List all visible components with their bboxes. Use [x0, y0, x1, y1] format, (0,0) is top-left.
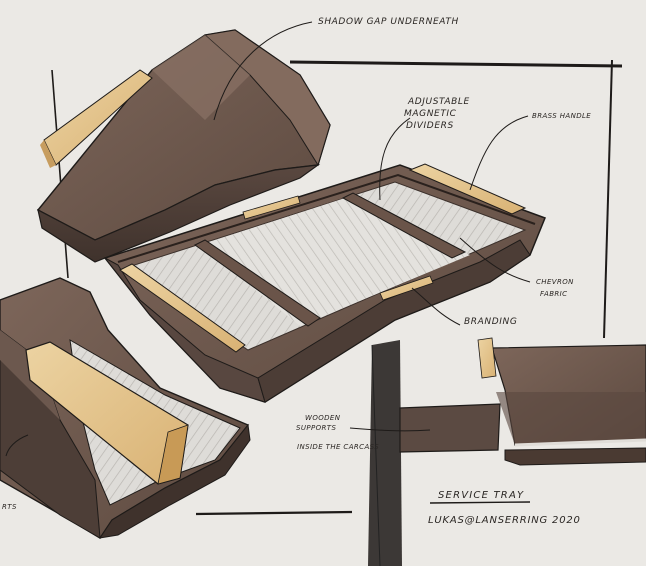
label-dividers-2: magnetic [404, 109, 457, 119]
label-chevron-1: Chevron [536, 278, 574, 286]
section-detail-right [368, 337, 646, 566]
label-dividers-1: Adjustable [408, 97, 470, 107]
frame-lines [51, 59, 623, 516]
section-detail-left [0, 277, 251, 539]
label-dividers-3: dividers [406, 121, 454, 131]
label-supports-1: Wooden [305, 414, 341, 422]
leader-lines [5, 21, 531, 457]
designer-signature: Lukas@lanserring 2020 [428, 515, 581, 526]
label-shadow-gap: Shadow gap underneath [318, 17, 459, 27]
tray-illustration [103, 163, 546, 403]
label-supports-3: inside the carcass [297, 443, 380, 451]
label-branding: Branding [464, 317, 518, 327]
label-supports-2: supports [296, 424, 337, 432]
drawing-title: Service tray [438, 490, 525, 501]
label-partial-left: rts [2, 503, 17, 511]
moulding-detail-top [36, 29, 331, 263]
label-brass-handle: Brass handle [532, 112, 592, 120]
label-chevron-2: fabric [540, 290, 568, 298]
